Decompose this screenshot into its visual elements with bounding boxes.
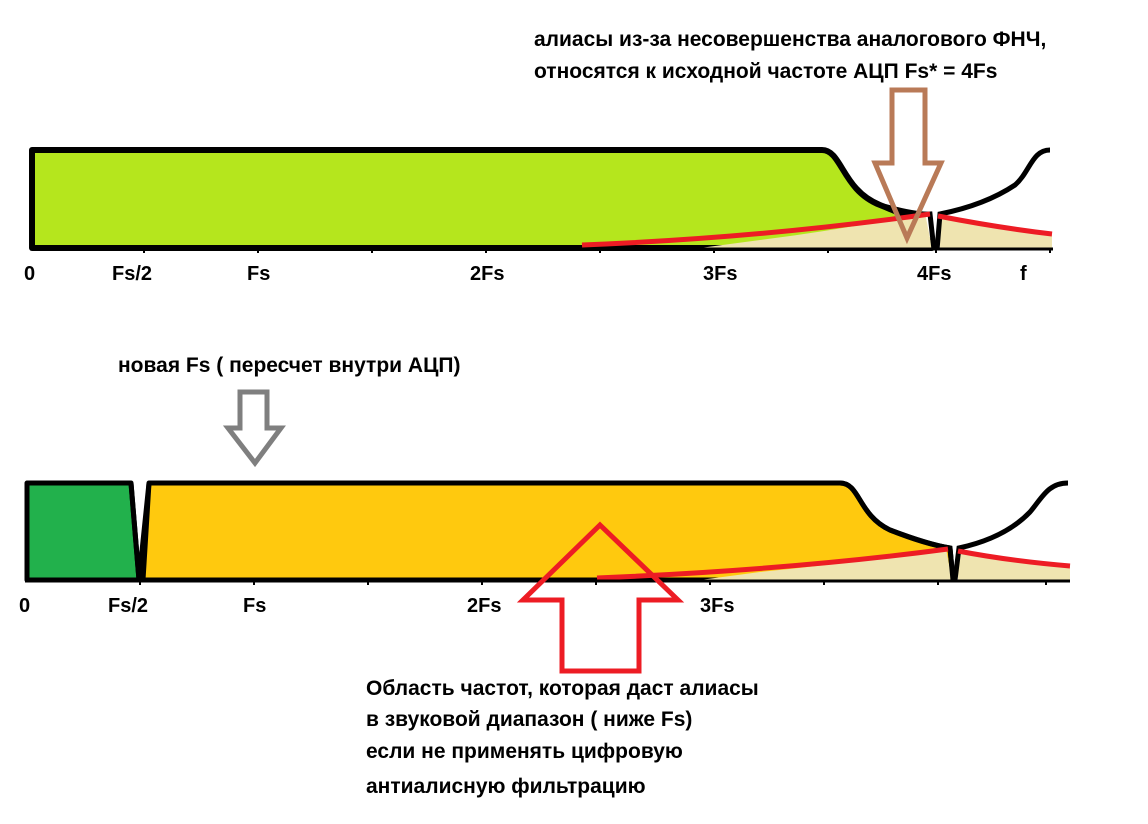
bottom-axis-ticks bbox=[139, 581, 1047, 585]
top-filter-curve-right bbox=[934, 147, 1051, 251]
bottom-annotation-line-3: если не применять цифровую bbox=[366, 740, 683, 763]
top-passband-fill bbox=[29, 147, 935, 251]
bottom-alias-curve-left bbox=[596, 546, 949, 581]
top-spectrum: 0 Fs/2 Fs 2Fs 3Fs 4Fs f bbox=[24, 147, 1053, 285]
bottom-annotation-line-4: антиалисную фильтрацию bbox=[366, 775, 646, 798]
top-tick-label-4fs: 4Fs bbox=[917, 263, 951, 285]
bottom-alias-curve-right bbox=[957, 548, 1071, 569]
bottom-spectrum: 0 Fs/2 Fs 2Fs 3Fs bbox=[19, 480, 1071, 617]
top-tick-label-2fs: 2Fs bbox=[470, 263, 504, 285]
top-annotation-line-1: алиасы из-за несовершенства аналогового … bbox=[534, 28, 1046, 51]
middle-annotation: новая Fs ( пересчет внутри АЦП) bbox=[118, 354, 461, 377]
bottom-filter-curve-right bbox=[952, 480, 1069, 581]
top-alias-curve-right bbox=[937, 213, 1053, 237]
top-alias-region-left bbox=[700, 213, 932, 248]
top-tick-label-3fs: 3Fs bbox=[703, 263, 737, 285]
top-alias-curve-left bbox=[581, 211, 931, 248]
top-tick-label-fs: Fs bbox=[247, 263, 270, 285]
bottom-tick-label-half-fs: Fs/2 bbox=[108, 595, 148, 617]
bottom-tick-label-fs: Fs bbox=[243, 595, 266, 617]
top-tick-label-f: f bbox=[1020, 263, 1027, 285]
bottom-filter-curve-left bbox=[839, 480, 956, 581]
bottom-tick-label-3fs: 3Fs bbox=[700, 595, 734, 617]
top-axis-ticks bbox=[143, 249, 1051, 253]
bottom-tick-label-zero: 0 bbox=[19, 595, 30, 617]
bottom-low-band-fill bbox=[24, 480, 142, 583]
gray-down-arrow bbox=[222, 389, 286, 468]
bottom-annotation-line-2: в звуковой диапазон ( ниже Fs) bbox=[366, 708, 692, 731]
bottom-alias-region-left bbox=[700, 549, 952, 580]
bottom-tick-label-2fs: 2Fs bbox=[467, 595, 501, 617]
top-tick-label-zero: 0 bbox=[24, 263, 35, 285]
top-tick-label-half-fs: Fs/2 bbox=[112, 263, 152, 285]
top-annotation-line-2: относятся к исходной частоте АЦП Fs* = 4… bbox=[534, 60, 997, 83]
bottom-annotation-line-1: Область частот, которая даст алиасы bbox=[366, 677, 759, 700]
red-up-arrow bbox=[516, 521, 685, 674]
brown-down-arrow bbox=[871, 87, 945, 245]
